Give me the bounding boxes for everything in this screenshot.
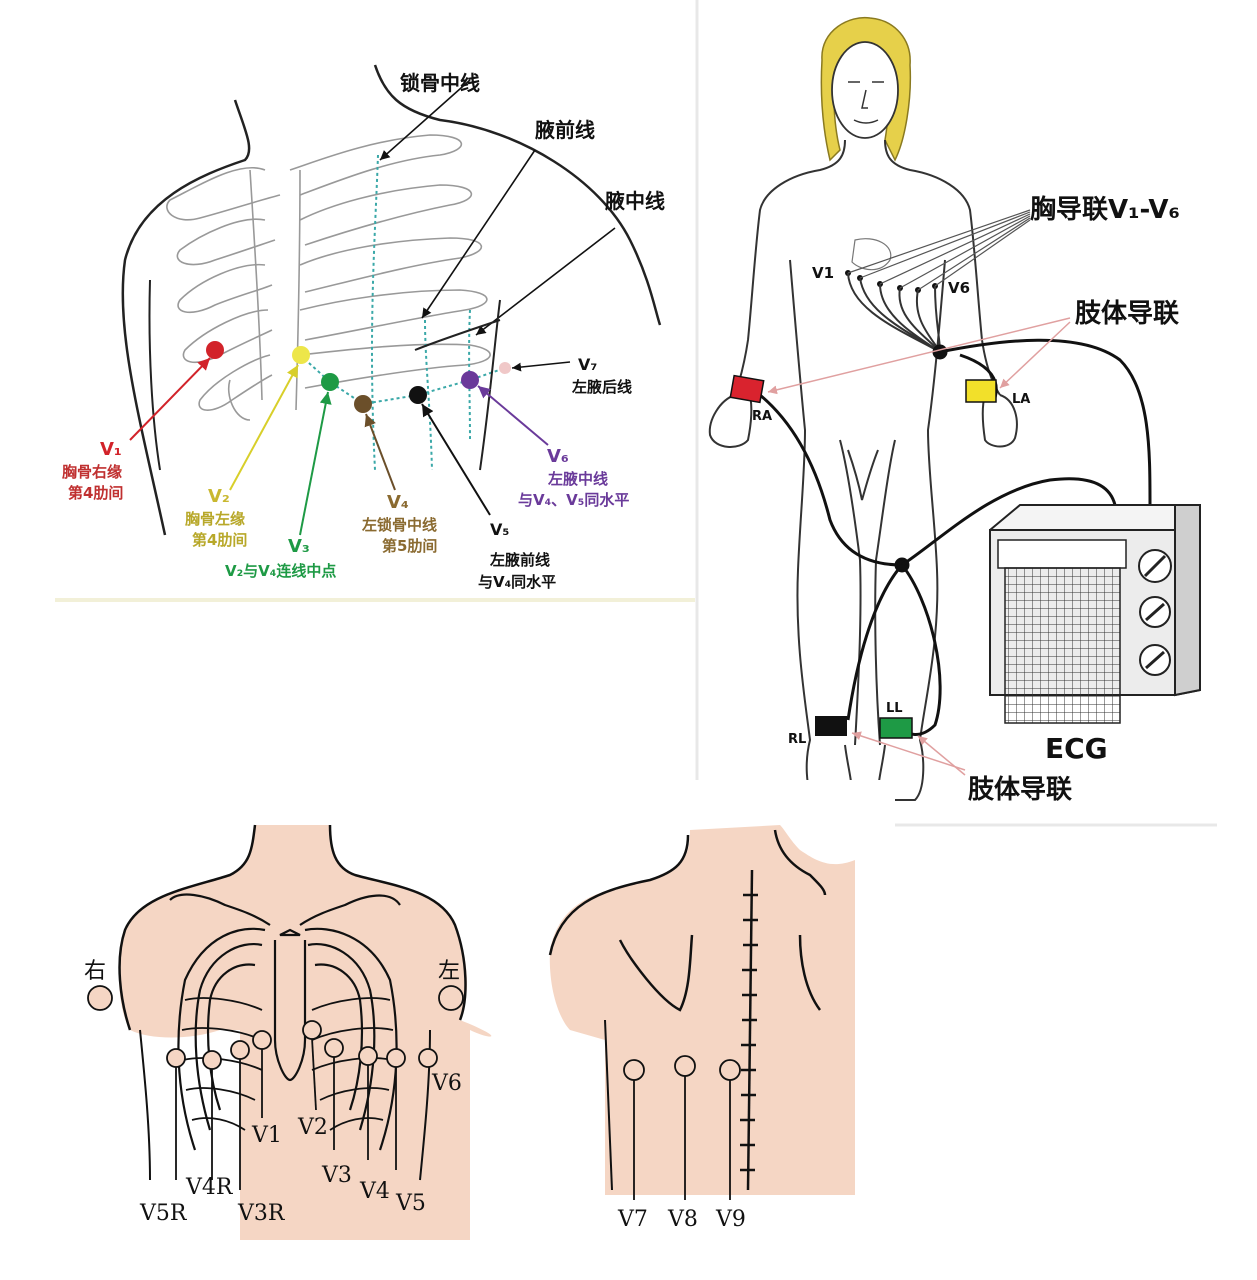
v2-title: V₂ bbox=[208, 486, 230, 507]
v1-desc-2: 第4肋间 bbox=[68, 484, 123, 502]
v6-desc-1: 左腋中线 bbox=[547, 470, 608, 488]
body-lead-panel: 胸导联V₁-V₆ V1 V6 肢体导联 RA LA RL LL ECG 肢体导联 bbox=[695, 0, 1217, 827]
v1-desc-1: 胸骨右缘 bbox=[62, 463, 122, 481]
ll-electrode bbox=[879, 717, 913, 739]
v5-title: V₅ bbox=[490, 520, 509, 539]
v6-electrode bbox=[461, 371, 479, 389]
v4-desc-1: 左锁骨中线 bbox=[361, 516, 437, 534]
midclavicular-line-label: 锁骨中线 bbox=[400, 71, 480, 95]
label-v6: V6 bbox=[431, 1071, 462, 1096]
front-back-panel: 右 左 V1 V2 V3 V4 V5 V6 V4R V5R V3R bbox=[55, 780, 895, 1240]
ra-label: RA bbox=[752, 409, 772, 424]
label-v5: V5 bbox=[395, 1191, 426, 1216]
rl-label: RL bbox=[788, 732, 806, 747]
v2-desc-1: 胸骨左缘 bbox=[185, 510, 245, 528]
v3-desc-1: V₂与V₄连线中点 bbox=[225, 562, 336, 580]
right-arm-electrode bbox=[87, 985, 113, 1011]
left-arm-electrode bbox=[438, 985, 464, 1011]
ecg-machine bbox=[989, 504, 1201, 724]
label-v3: V3 bbox=[321, 1163, 352, 1188]
v8-back-electrode bbox=[674, 1055, 696, 1077]
v7-title: V₇ bbox=[578, 355, 597, 374]
label-v3r: V3R bbox=[237, 1201, 286, 1226]
label-v9: V9 bbox=[715, 1207, 746, 1232]
ll-label: LL bbox=[886, 701, 903, 716]
v2-electrode bbox=[292, 346, 310, 364]
v1-electrode bbox=[206, 341, 224, 359]
v4-desc-2: 第5肋间 bbox=[382, 537, 437, 555]
ecg-paper bbox=[1004, 567, 1121, 724]
chest-lead-panel: 锁骨中线 腋前线 腋中线 V₇ 左腋后线 V₁ 胸骨右缘 第4肋间 V₂ 胸骨左… bbox=[55, 0, 695, 602]
chest-leads-label: 胸导联V₁-V₆ bbox=[1030, 195, 1180, 225]
anterior-axillary-line-label: 腋前线 bbox=[535, 118, 595, 142]
head bbox=[831, 41, 899, 139]
left-side-label: 左 bbox=[438, 959, 460, 984]
label-v5r: V5R bbox=[139, 1201, 188, 1226]
la-label: LA bbox=[1012, 392, 1030, 407]
v6-title: V₆ bbox=[547, 446, 569, 467]
v7-electrode bbox=[499, 362, 511, 374]
v1-tag: V1 bbox=[812, 264, 834, 282]
v3-electrode bbox=[321, 373, 339, 391]
ra-electrode bbox=[729, 374, 765, 404]
v9-back-electrode bbox=[719, 1059, 741, 1081]
la-electrode bbox=[965, 379, 997, 403]
ecg-machine-label: ECG bbox=[1045, 732, 1108, 765]
v5-electrode bbox=[409, 386, 427, 404]
v7-back-electrode bbox=[623, 1059, 645, 1081]
mid-axillary-line-label: 腋中线 bbox=[605, 189, 665, 213]
label-v2: V2 bbox=[297, 1115, 328, 1140]
posterior-axillary-line-label: 左腋后线 bbox=[571, 378, 632, 396]
right-side-label: 右 bbox=[84, 959, 106, 984]
rl-electrode bbox=[815, 716, 847, 736]
v6-desc-2: 与V₄、V₅同水平 bbox=[518, 491, 629, 509]
v2-desc-2: 第4肋间 bbox=[192, 531, 247, 549]
label-v8: V8 bbox=[667, 1207, 698, 1232]
v6-tag: V6 bbox=[948, 279, 970, 297]
label-v4: V4 bbox=[359, 1179, 390, 1204]
limb-leads-label-top: 肢体导联 bbox=[1075, 299, 1179, 329]
back-torso bbox=[549, 825, 855, 1195]
v4-electrode bbox=[354, 395, 372, 413]
v1-title: V₁ bbox=[100, 439, 122, 460]
limb-leads-label-bottom: 肢体导联 bbox=[968, 775, 1072, 805]
label-v1: V1 bbox=[251, 1123, 282, 1148]
label-v7: V7 bbox=[617, 1207, 648, 1232]
v5-desc-2: 与V₄同水平 bbox=[478, 573, 556, 591]
v3-title: V₃ bbox=[288, 536, 310, 557]
v5-desc-1: 左腋前线 bbox=[489, 551, 550, 569]
v4-title: V₄ bbox=[387, 492, 409, 513]
label-v4r: V4R bbox=[185, 1175, 234, 1200]
